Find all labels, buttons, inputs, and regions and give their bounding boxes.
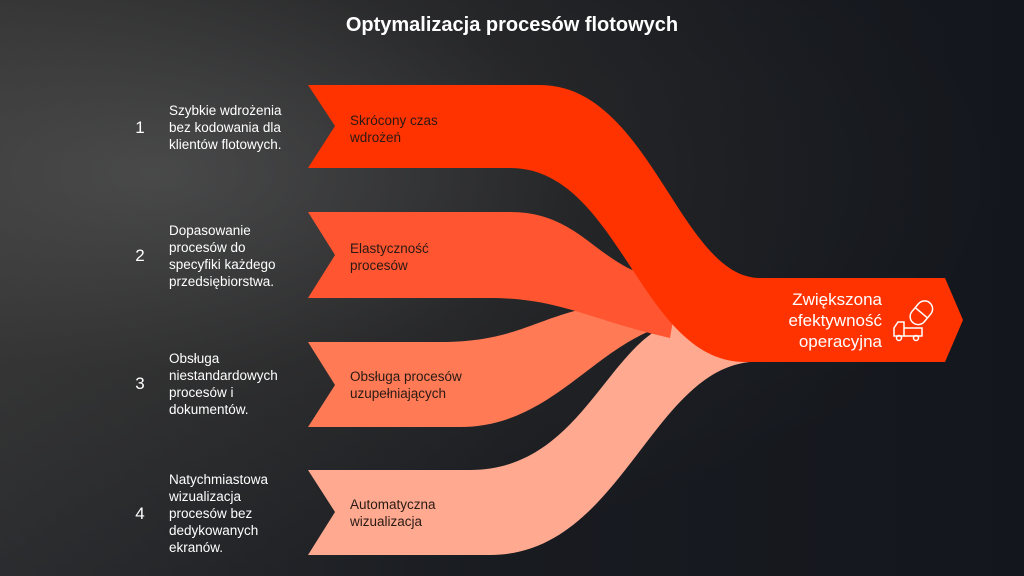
step-description-3: Obsługa niestandardowych procesów i doku…	[169, 351, 278, 417]
step-label-1: Skrócony czas wdrożeń	[350, 113, 438, 145]
step-description-4: Natychmiastowa wizualizacja procesów bez…	[169, 472, 269, 555]
step-number-1: 1	[135, 118, 145, 137]
band-3	[308, 300, 690, 427]
step-label-2: Elastyczność procesów	[350, 241, 429, 273]
band-4	[308, 320, 750, 555]
step-label-4: Automatyczna wizualizacja	[350, 497, 436, 529]
truck-pill-icon	[893, 300, 934, 342]
page-title: Optymalizacja procesów flotowych	[345, 14, 679, 36]
step-label-3: Obsługa procesów uzupełniających	[350, 369, 462, 401]
outcome-label: Zwiększona efektywność operacyjna	[788, 290, 882, 351]
band-1-arrow	[308, 85, 963, 362]
step-number-3: 3	[135, 374, 145, 393]
step-description-1: Szybkie wdrożenia bez kodowania dla klie…	[169, 103, 282, 152]
step-description-2: Dopasowanie procesów do specyfiki każdeg…	[169, 223, 276, 289]
step-number-4: 4	[135, 504, 145, 523]
band-2	[308, 212, 680, 338]
step-number-2: 2	[135, 246, 145, 265]
